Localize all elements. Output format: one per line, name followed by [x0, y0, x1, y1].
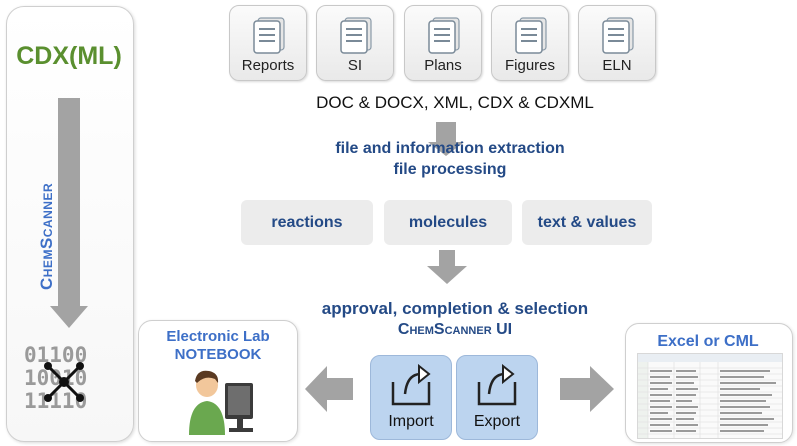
document-icon — [253, 17, 285, 54]
extraction-title: file and information extraction — [335, 140, 565, 157]
spreadsheet-thumbnail — [637, 353, 783, 439]
down-arrow-shaft — [58, 98, 80, 310]
document-icon — [428, 17, 460, 54]
excel-title: Excel or CML — [657, 333, 759, 350]
category-molecules: molecules — [384, 200, 512, 245]
document-icon — [602, 17, 634, 54]
down-arrow-icon — [50, 306, 88, 328]
eln-title: Electronic Lab — [166, 328, 270, 345]
down-arrow-icon — [427, 266, 467, 284]
doc-label: Reports — [241, 57, 295, 74]
molecule-icon — [44, 362, 84, 402]
right-arrow-icon — [560, 366, 614, 412]
chemscanner-vertical-label: ChemScanner — [37, 130, 61, 290]
flow-arrow-shaft — [439, 250, 455, 266]
left-arrow-icon — [305, 366, 353, 412]
doc-card-eln: ELN — [578, 5, 656, 81]
binary-line: 01100 — [24, 343, 88, 367]
document-icon — [340, 17, 372, 54]
doc-label: Figures — [504, 57, 556, 74]
category-text-values: text & values — [522, 200, 652, 245]
import-label: Import — [388, 413, 434, 430]
document-icon — [515, 17, 547, 54]
export-button[interactable]: Export — [456, 355, 538, 440]
binary-line: 10010 — [24, 366, 88, 390]
down-arrow-icon — [428, 142, 464, 156]
approval-title: approval, completion & selection — [321, 299, 589, 318]
import-button[interactable]: Import — [370, 355, 452, 440]
person-at-computer-icon — [189, 370, 253, 435]
processing-title: file processing — [393, 161, 507, 178]
doc-card-plans: Plans — [404, 5, 482, 81]
doc-label: ELN — [602, 57, 632, 74]
chemscanner-ui-title: ChemScanner UI — [397, 321, 513, 338]
binary-line: 11110 — [24, 389, 88, 413]
export-icon — [477, 364, 517, 406]
cdx-title: CDX(ML) — [16, 42, 122, 70]
binary-code: 01100 10010 11110 — [24, 344, 114, 413]
doc-card-reports: Reports — [229, 5, 307, 81]
import-icon — [391, 364, 431, 406]
doc-label: SI — [347, 57, 363, 74]
chemscanner-label-text: ChemScanner — [37, 182, 56, 290]
doc-card-si: SI — [316, 5, 394, 81]
category-reactions: reactions — [241, 200, 373, 245]
export-label: Export — [473, 413, 521, 430]
flow-arrow-shaft — [436, 122, 456, 142]
formats-text: DOC & DOCX, XML, CDX & CDXML — [316, 93, 594, 112]
eln-subtitle: NOTEBOOK — [174, 346, 262, 363]
doc-card-figures: Figures — [491, 5, 569, 81]
doc-label: Plans — [424, 57, 462, 74]
